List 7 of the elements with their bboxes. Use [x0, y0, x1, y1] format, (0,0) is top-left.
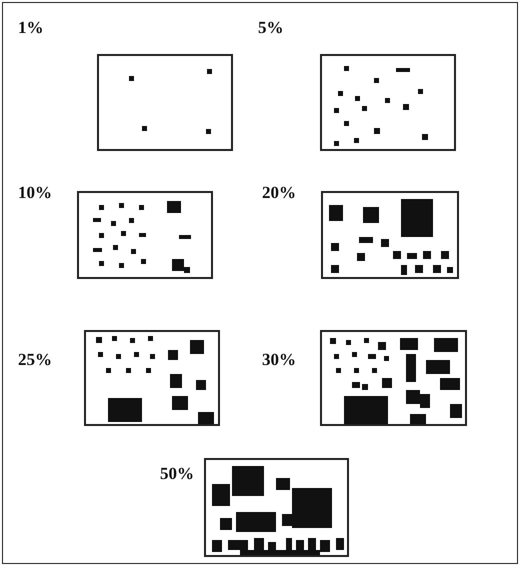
percent-label: 10% — [18, 183, 52, 203]
percent-label: 30% — [262, 350, 296, 370]
percent-label: 50% — [160, 464, 194, 484]
percent-label: 5% — [258, 18, 284, 38]
percent-label: 1% — [18, 18, 44, 38]
percent-label: 25% — [18, 350, 52, 370]
percent-label: 20% — [262, 183, 296, 203]
